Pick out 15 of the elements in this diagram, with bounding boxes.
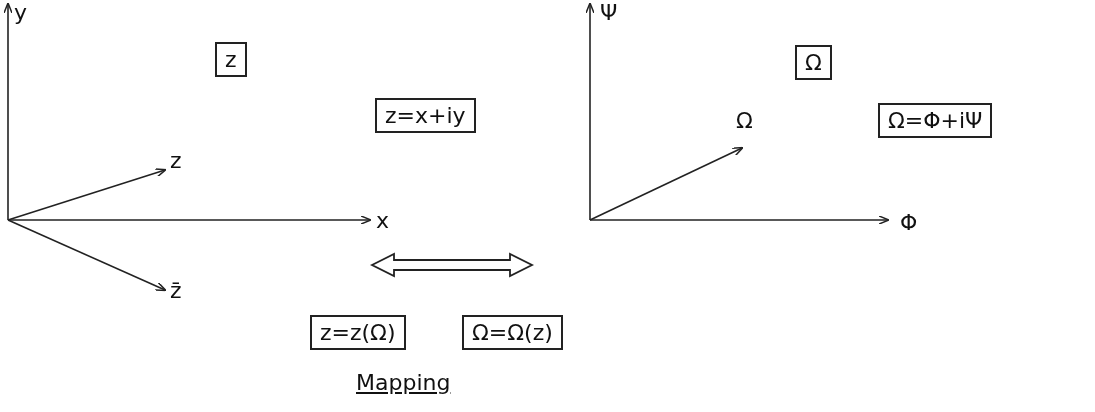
formula-box: Ω [795, 45, 832, 80]
caption-text: Mapping [356, 372, 451, 394]
formula-box: z [215, 42, 247, 77]
axis-label: Ψ [600, 2, 618, 24]
formula-box: z=z(Ω) [310, 315, 406, 350]
double-arrow [370, 252, 534, 278]
axis-label: Ω [736, 110, 753, 132]
axis-label: z̄ [170, 280, 182, 302]
formula-box: Ω=Φ+iΨ [878, 103, 993, 138]
formula-box: z=x+iy [375, 98, 476, 133]
axis-label: z [170, 150, 182, 172]
axis-label: Φ [900, 212, 918, 234]
axis-label: x [376, 210, 390, 232]
formula-box: Ω=Ω(z) [462, 315, 563, 350]
axis-label: y [14, 2, 28, 24]
